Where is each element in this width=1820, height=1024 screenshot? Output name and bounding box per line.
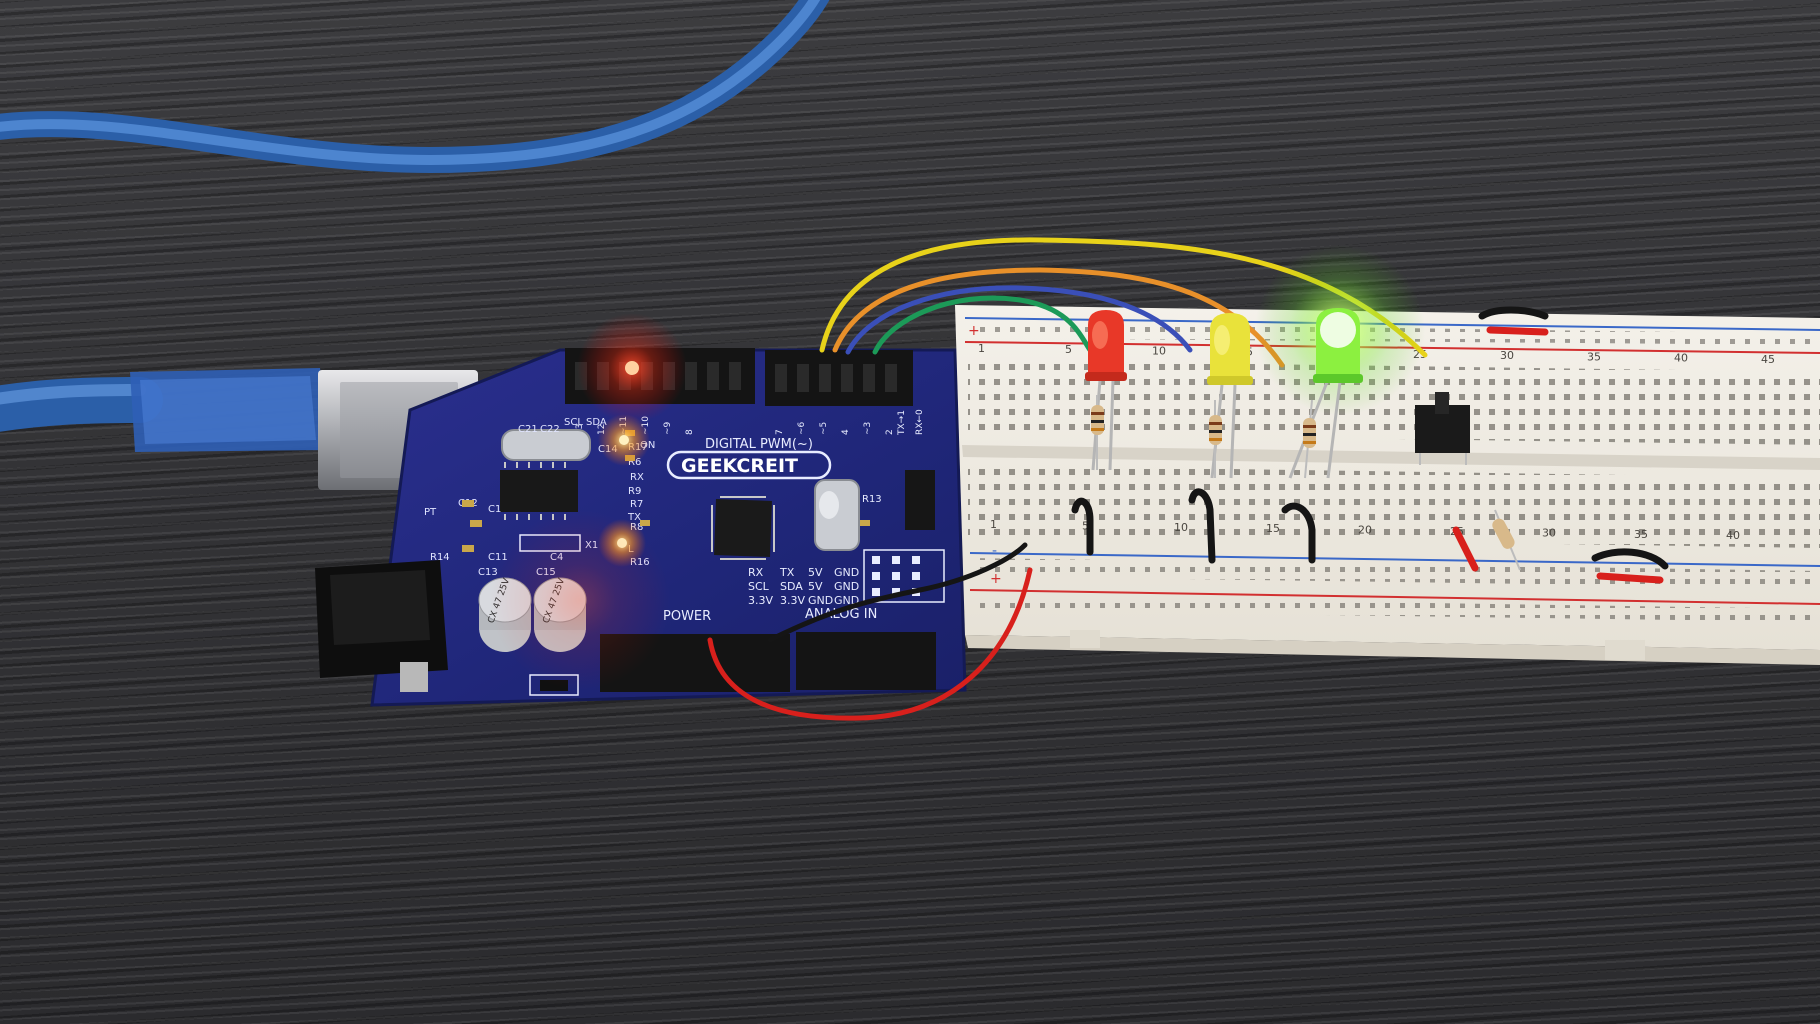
breadboard-column-number: 20 — [1358, 524, 1372, 537]
header-pin-label: 5V — [808, 580, 823, 593]
header-pin-label: 3.3V — [780, 594, 805, 607]
silkscreen-label: R7 — [630, 499, 643, 510]
breadboard-column-number: 15 — [1266, 522, 1280, 535]
pin-label: ~10 — [641, 416, 651, 435]
header-pin-label: 5V — [808, 566, 823, 579]
header-pin-label: SCL — [748, 580, 770, 593]
pin-label: ~5 — [819, 422, 829, 435]
resistor-3 — [1303, 399, 1316, 479]
breadboard-column-number: 10 — [1174, 521, 1188, 534]
breadboard-column-number: 35 — [1634, 528, 1648, 541]
header-pin-label: RX — [748, 566, 764, 579]
silkscreen-label: C22 — [540, 424, 560, 435]
label-r13: R13 — [862, 494, 882, 505]
pin-label: ~9 — [663, 421, 673, 435]
usb-serial-chip — [500, 470, 578, 512]
silkscreen-label: C1 — [488, 504, 501, 515]
breadboard-jumpers — [1071, 306, 1669, 584]
crystal-oscillator — [814, 479, 860, 551]
icsp-header-small — [863, 549, 945, 603]
breadboard-column-number: 30 — [1542, 526, 1556, 539]
breadboard-column-number: 40 — [1674, 352, 1688, 365]
breadboard-column-number: 5 — [1082, 519, 1089, 532]
header-pin-label: GND — [834, 566, 859, 579]
breadboard-column-number: 30 — [1500, 349, 1514, 362]
pin-label: ~6 — [797, 421, 807, 435]
brand-logo: GEEKCREIT — [681, 455, 798, 477]
silkscreen-label: RX — [630, 472, 644, 483]
pin-label: RX←0 — [915, 409, 925, 435]
header-pin-label: GND — [834, 580, 859, 593]
silkscreen-label: TX — [627, 512, 641, 523]
led-red — [1085, 310, 1127, 471]
icsp-header — [905, 470, 935, 530]
resistor-2 — [1209, 400, 1222, 478]
breadboard-column-number: 40 — [1726, 529, 1740, 542]
header-pin-label: SDA — [780, 580, 803, 593]
wire-red — [707, 567, 1033, 721]
wire-black — [767, 542, 1028, 643]
jumper-wires — [707, 237, 1428, 721]
pin-label: 2 — [885, 429, 895, 435]
silkscreen-label: C13 — [478, 567, 498, 578]
silkscreen-label: PT — [424, 507, 437, 518]
wire-orange — [832, 267, 1285, 368]
silkscreen-label: R9 — [628, 486, 641, 497]
pin-label: 7 — [775, 429, 785, 435]
silkscreen-label: R14 — [430, 552, 450, 563]
pin-label: TX→1 — [897, 410, 907, 436]
breadboard-column-number: 35 — [1587, 350, 1601, 363]
rail-plus-top: + — [968, 323, 980, 339]
header-pin-label: TX — [779, 566, 795, 579]
crystal-small — [501, 429, 591, 461]
rail-plus-bottom: + — [990, 571, 1002, 587]
breadboard-column-number: 10 — [1152, 344, 1166, 357]
breadboard-column-number: 1 — [990, 518, 997, 531]
breadboard-column-number: 45 — [1761, 353, 1775, 366]
silkscreen-label: SCL — [564, 417, 583, 428]
resistor-1 — [1091, 395, 1104, 470]
brand-logo-frame — [666, 450, 832, 480]
power-label: POWER — [663, 609, 711, 624]
silkscreen-label: C11 — [488, 552, 508, 563]
pin-label: 4 — [841, 429, 851, 435]
silkscreen-label: SDA — [586, 417, 607, 428]
breadboard-column-number: 1 — [978, 342, 985, 355]
header-pin-label: 3.3V — [748, 594, 773, 607]
mcu-chip — [714, 499, 772, 557]
resistor-4 — [1492, 509, 1521, 571]
silkscreen-label: C21 — [518, 424, 538, 435]
analog-header — [796, 632, 936, 690]
breadboard-column-number: 5 — [1065, 343, 1072, 356]
rail-minus-bottom: - — [992, 543, 997, 559]
wire-green — [872, 295, 1093, 355]
wire-blue — [845, 285, 1193, 355]
pin-label: ~3 — [863, 422, 873, 435]
header-pin-label: GND — [808, 594, 833, 607]
usb-cable — [0, 0, 830, 432]
breadboard: + - + 151015202530354045 151015202530354… — [955, 305, 1820, 665]
pin-label: 8 — [685, 429, 695, 435]
digital-pwm-label: DIGITAL PWM(~) — [705, 437, 813, 452]
dc-power-jack — [315, 560, 448, 692]
push-button — [1415, 392, 1470, 465]
led-green — [1255, 245, 1425, 479]
